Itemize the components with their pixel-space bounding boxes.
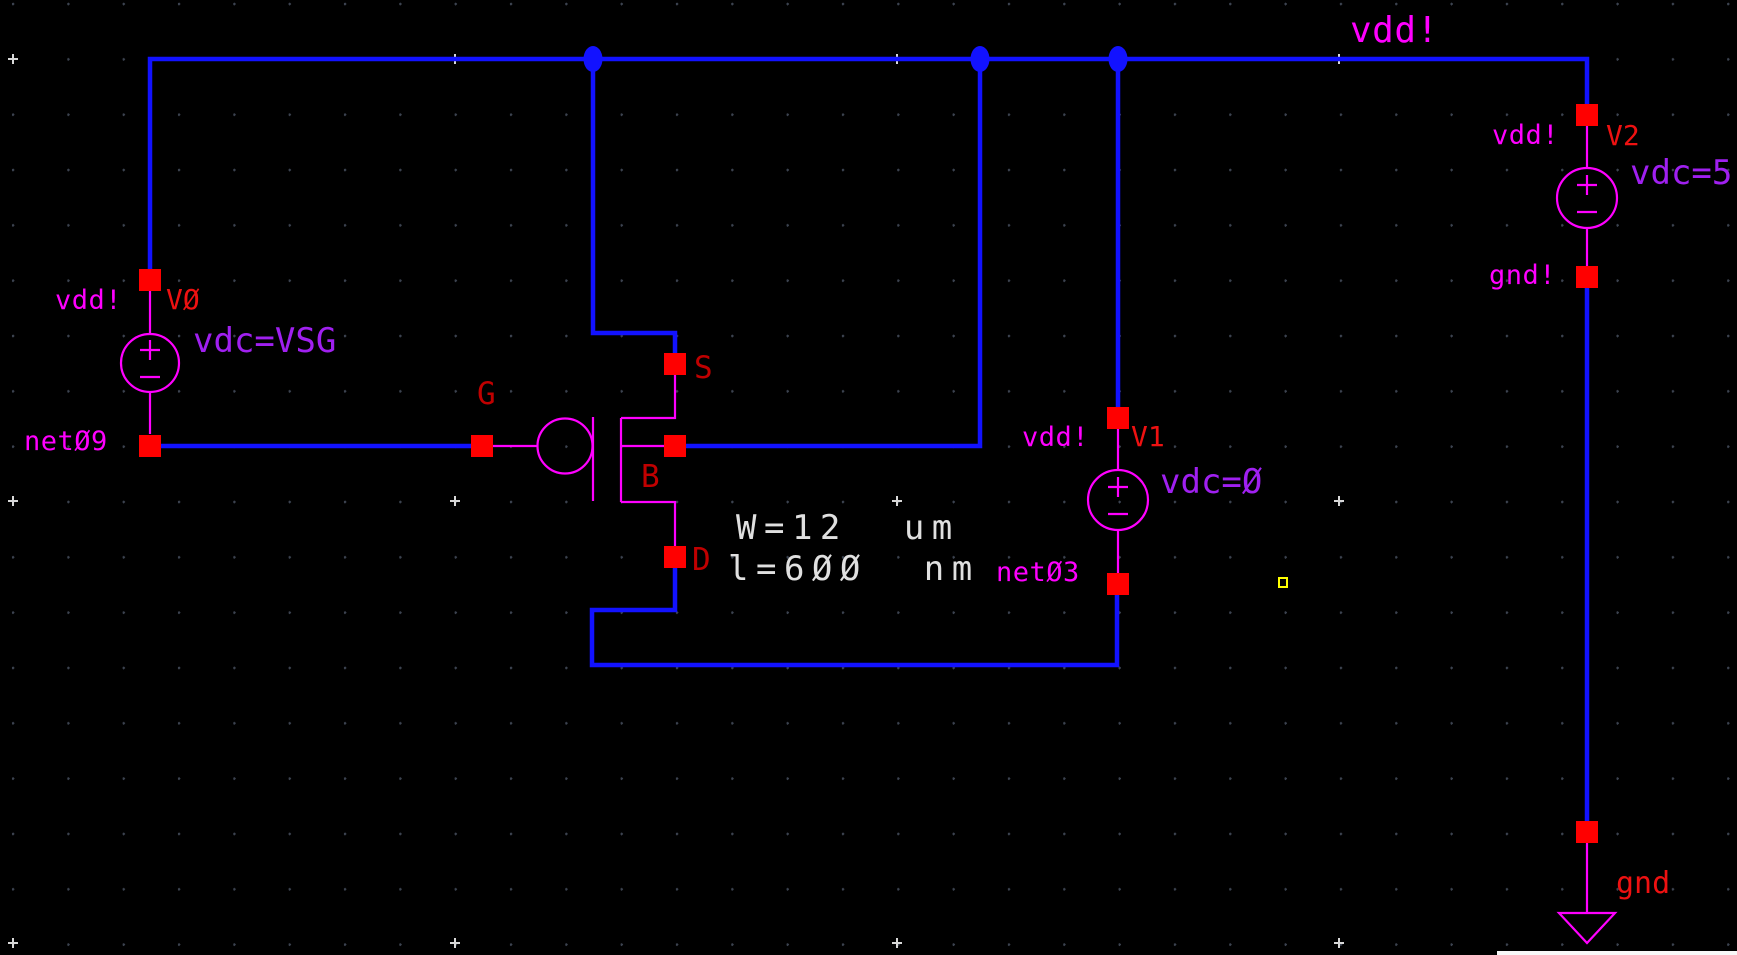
pin-square-v2-plus[interactable]	[1576, 104, 1598, 126]
pin-square-gnd[interactable]	[1576, 821, 1598, 843]
wire-vdd-to-source[interactable]	[590, 59, 678, 353]
pin-label-bulk[interactable]: B	[641, 459, 660, 495]
source-arm	[621, 375, 677, 420]
pin-square-v0-plus[interactable]	[139, 269, 161, 291]
pin-square-gate[interactable]	[471, 435, 493, 457]
pin-label-gate[interactable]: G	[477, 376, 496, 412]
inst-name-v1[interactable]: V1	[1131, 420, 1165, 453]
pin-square-v1-plus[interactable]	[1107, 407, 1129, 429]
junction-dot[interactable]	[970, 46, 990, 72]
param-label-v0[interactable]: vdc=VSG	[193, 321, 336, 361]
pin-label-source[interactable]: S	[694, 350, 713, 386]
canvas-edge-line	[1497, 951, 1737, 955]
net-label-gnd[interactable]: gnd	[1616, 866, 1670, 901]
param-label-width[interactable]: W=12 um	[736, 508, 960, 548]
gate-bubble	[536, 417, 594, 475]
pmos-transistor-symbol[interactable]	[493, 375, 677, 546]
vsource-v0-symbol[interactable]	[119, 291, 181, 434]
net-label-vdd-rail[interactable]: vdd!	[1350, 10, 1439, 51]
net-label-net09[interactable]: netØ9	[24, 426, 108, 457]
gnd-triangle	[1556, 911, 1618, 945]
pin-square-source[interactable]	[664, 353, 686, 375]
pin-square-v0-minus[interactable]	[139, 435, 161, 457]
drain-arm	[621, 500, 677, 546]
param-label-v2[interactable]: vdc=5	[1630, 153, 1732, 193]
vsource-v2-symbol[interactable]	[1555, 126, 1619, 266]
net-label-v2-plus[interactable]: vdd!	[1492, 120, 1559, 151]
net-label-v1-plus[interactable]: vdd!	[1022, 422, 1089, 453]
junction-dot[interactable]	[583, 46, 603, 72]
pin-square-v1-minus[interactable]	[1107, 573, 1129, 595]
inst-name-v0[interactable]: VØ	[166, 283, 200, 316]
net-label-net03[interactable]: netØ3	[996, 557, 1080, 588]
gnd-symbol[interactable]	[1556, 843, 1618, 945]
pin-square-drain[interactable]	[664, 546, 686, 568]
net-label-v0-plus[interactable]: vdd!	[55, 285, 122, 316]
wire-drain-to-net03[interactable]	[589, 568, 1120, 668]
param-label-v1[interactable]: vdc=Ø	[1160, 462, 1262, 502]
pin-label-drain[interactable]: D	[692, 542, 711, 578]
check-marker[interactable]	[1278, 577, 1288, 588]
vsource-v1-symbol[interactable]	[1086, 429, 1150, 573]
inst-name-v2[interactable]: V2	[1606, 119, 1640, 152]
pin-square-v2-minus[interactable]	[1576, 266, 1598, 288]
junction-dot[interactable]	[1108, 46, 1128, 72]
pin-square-bulk[interactable]	[664, 435, 686, 457]
net-label-v2-minus[interactable]: gnd!	[1489, 260, 1556, 291]
wire-vdd-to-bulk[interactable]	[686, 59, 983, 449]
param-label-length[interactable]: l=6ØØ nm	[728, 549, 980, 589]
wire-vdd-rail[interactable]	[147, 56, 1590, 269]
